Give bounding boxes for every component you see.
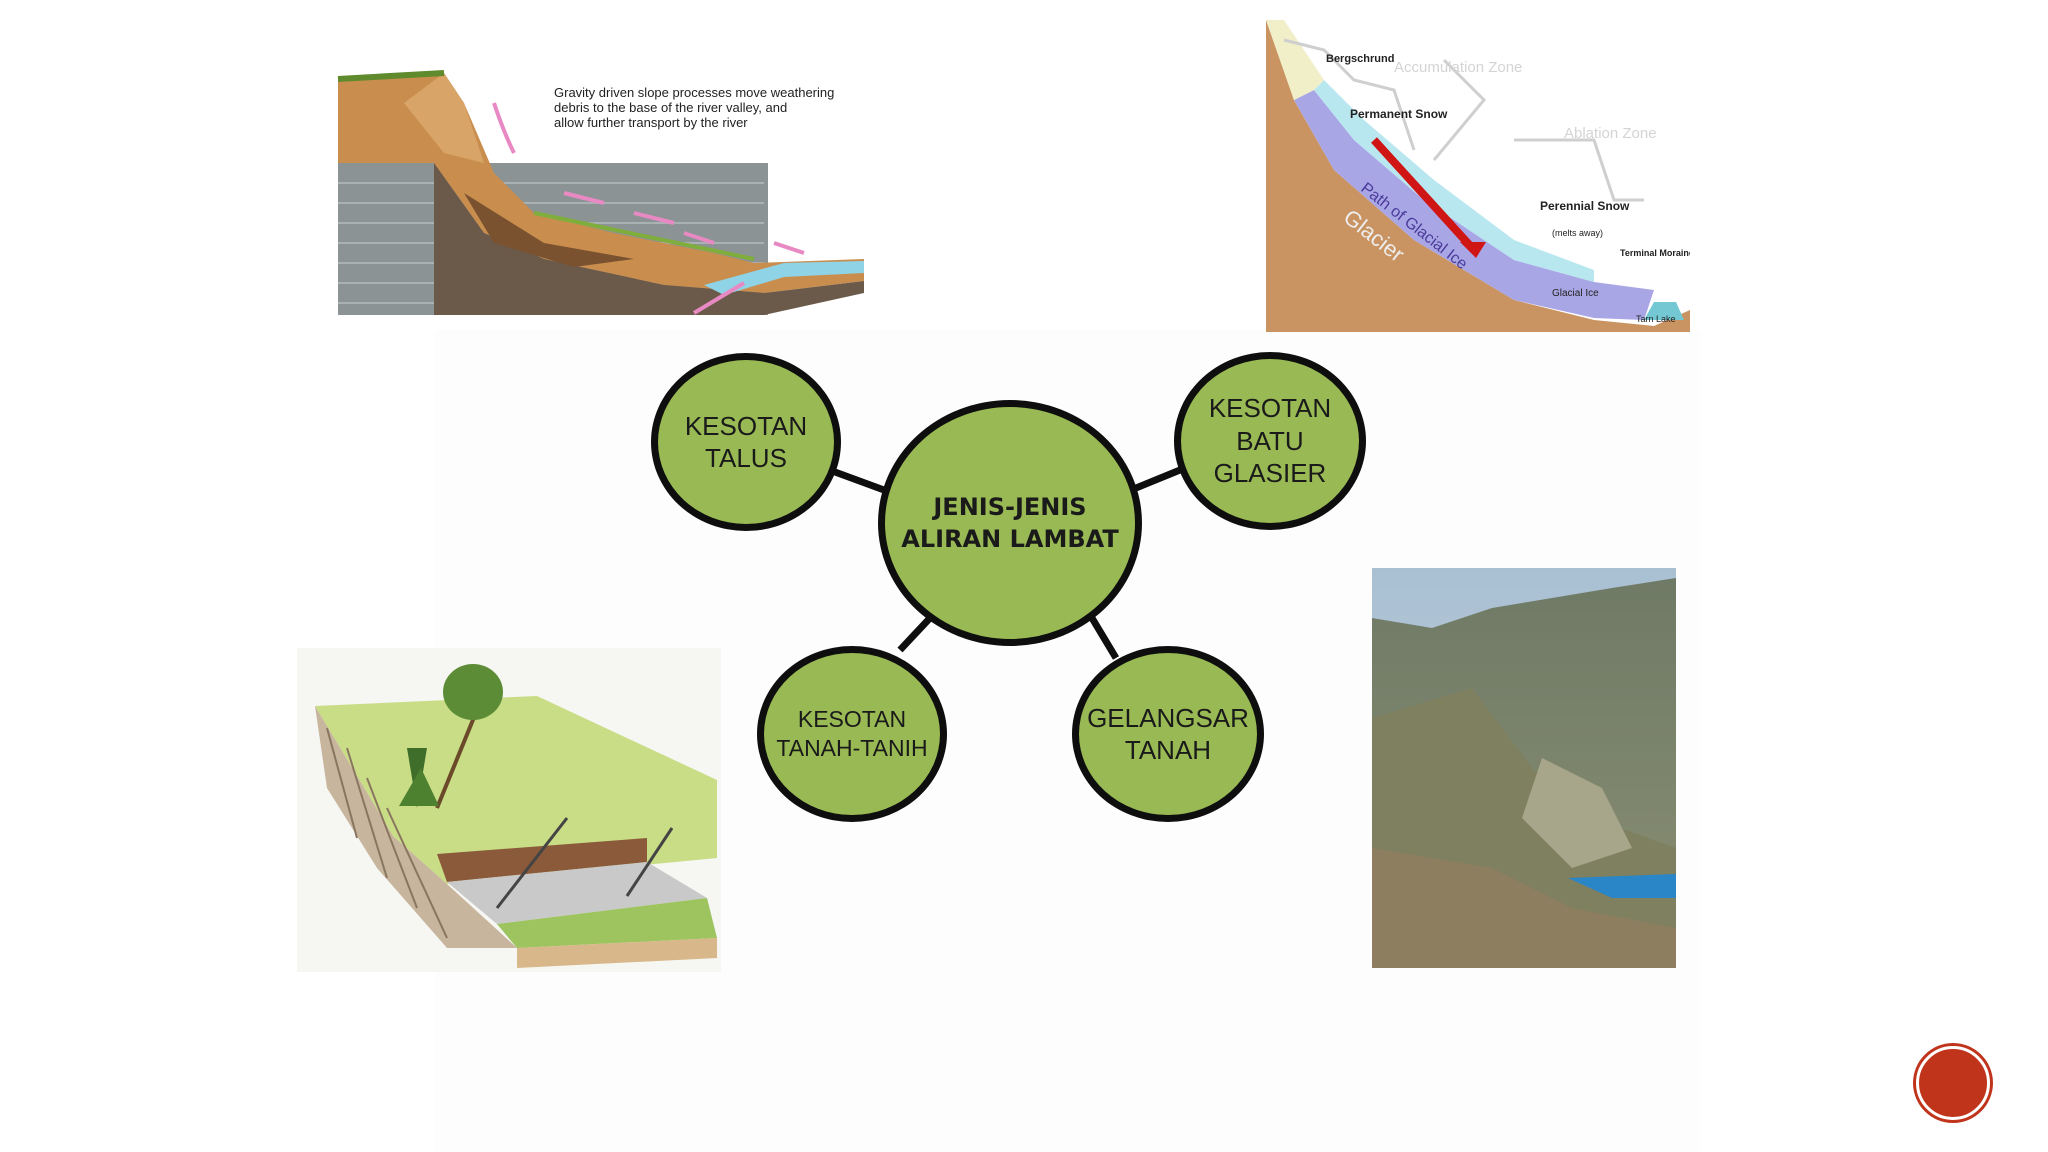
svg-text:Gravity driven slope processes: Gravity driven slope processes move weat… [554,85,838,130]
slide-number-badge[interactable] [1916,1046,1990,1120]
accumulation-zone-label: Accumulation Zone [1394,59,1522,76]
concept-node-glasier: KESOTAN BATU GLASIER [1174,352,1366,530]
slope-caption: Gravity driven slope processes move weat… [554,85,834,100]
connector-talus [833,468,886,494]
perennial-snow-note: (melts away) [1552,228,1603,238]
connector-glasier [1134,466,1182,492]
slope-caption-line: allow further transport by the river [554,115,748,130]
connector-tanih [897,615,933,653]
concept-node-gelangsar: GELANGSAR TANAH [1072,646,1264,822]
ablation-zone-label: Ablation Zone [1564,125,1657,142]
concept-gelangsar-label: GELANGSAR TANAH [1087,702,1249,766]
permanent-snow-label: Permanent Snow [1350,107,1448,121]
tarn-lake-label: Tarn Lake [1636,314,1676,324]
slope-process-illustration: Gravity driven slope processes move weat… [334,63,868,315]
concept-node-tanih: KESOTAN TANAH-TANIH [757,646,947,822]
concept-center-node: JENIS-JENIS ALIRAN LAMBAT [878,400,1142,646]
concept-talus-label: KESOTAN TALUS [684,410,808,474]
glacier-illustration: Bergschrund Accumulation Zone Ablation Z… [1264,20,1690,332]
concept-tanih-label: KESOTAN TANAH-TANIH [776,706,928,761]
concept-node-talus: KESOTAN TALUS [651,353,841,531]
mountain-slope-photo [1372,568,1676,968]
soil-creep-illustration [297,648,721,972]
concept-center-label: JENIS-JENIS ALIRAN LAMBAT [901,492,1119,553]
glacial-ice-label: Glacial Ice [1552,288,1599,299]
connector-gelangsar [1088,616,1120,660]
perennial-snow-label: Perennial Snow [1540,199,1630,213]
terminal-moraines-label: Terminal Moraines [1620,248,1690,258]
bergschrund-label: Bergschrund [1326,53,1394,65]
slope-caption-line: debris to the base of the river valley, … [554,100,787,115]
concept-glasier-label: KESOTAN BATU GLASIER [1208,393,1332,489]
